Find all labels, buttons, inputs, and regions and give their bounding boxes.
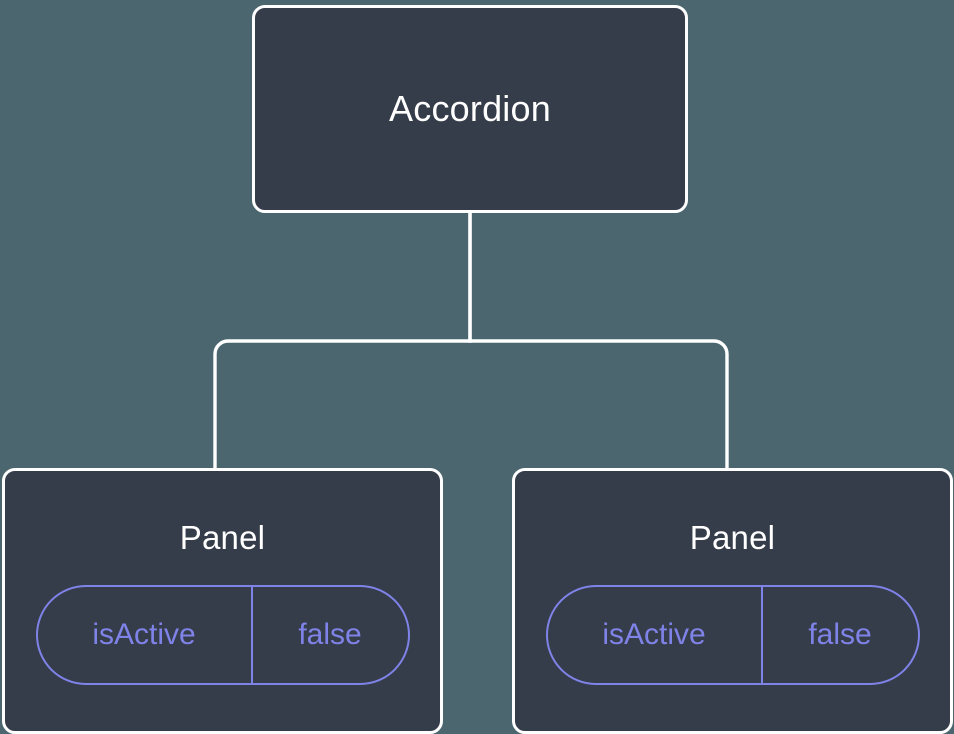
edge-root-to-left-panel (213, 212, 472, 470)
edge-root-to-right-panel (468, 212, 729, 470)
prop-value-isactive-right: false (760, 587, 918, 683)
node-panel-left[interactable]: Panel isActive false (2, 468, 443, 734)
node-panel-right[interactable]: Panel isActive false (512, 468, 953, 734)
prop-key-isactive-right: isActive (602, 618, 706, 651)
prop-pill-left[interactable]: isActive false (35, 585, 410, 685)
node-accordion-label: Accordion (389, 88, 551, 129)
prop-key-isactive-left: isActive (92, 618, 196, 651)
node-panel-right-label: Panel (689, 519, 776, 556)
prop-pill-right[interactable]: isActive false (545, 585, 920, 685)
prop-value-isactive-left: false (250, 587, 408, 683)
node-accordion[interactable]: Accordion (252, 5, 688, 213)
node-panel-left-label: Panel (179, 519, 266, 556)
